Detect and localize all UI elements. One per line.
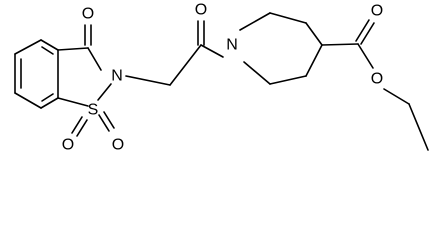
sulfonyl-oxygen-left-label: O: [62, 137, 74, 154]
carboxylate-bond: [321, 43, 359, 46]
ester-ether-oxygen-label: O: [371, 71, 383, 88]
benzene-ring: [14, 39, 59, 109]
methylene-linker: [125, 44, 202, 86]
ester-carbonyl-oxygen-label: O: [371, 3, 383, 20]
chemical-structure-diagram: O N S O O O N O O: [14, 2, 429, 154]
sulfonyl-double-bonds: [71, 111, 115, 137]
ester-carbonyl-double-bond: [355, 19, 375, 45]
oxo-oxygen-label: O: [82, 6, 94, 23]
isothiazole-ring: [57, 47, 112, 107]
ethyl-ester-chain: [357, 43, 429, 151]
amide-oxygen-label: O: [195, 2, 207, 19]
piperidine-ring: [239, 12, 323, 85]
amide-carbonyl-double-bond: [197, 20, 205, 46]
ring-nitrogen-label: N: [111, 68, 123, 85]
amide-bond: [200, 44, 224, 58]
ring-carbonyl-double-bond: [84, 24, 92, 46]
sulfur-label: S: [88, 102, 99, 119]
sulfonyl-oxygen-right-label: O: [112, 137, 124, 154]
piperidine-nitrogen-label: N: [226, 37, 238, 54]
